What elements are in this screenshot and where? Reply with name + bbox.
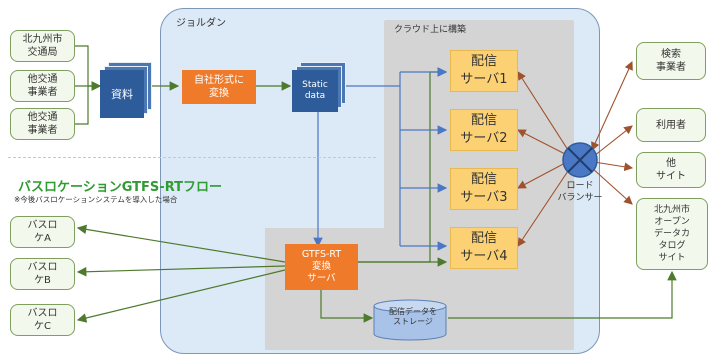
server-3: 配信 サーバ3 — [450, 168, 518, 210]
open-data-catalog-node: 北九州市 オープン データカ タログ サイト — [636, 198, 708, 270]
load-balancer-icon — [562, 142, 598, 178]
server-1: 配信 サーバ1 — [450, 50, 518, 92]
gtfs-section-note: ※今後バスロケーションシステムを導入した場合 — [14, 195, 178, 204]
source-other-1: 他交通 事業者 — [10, 70, 75, 102]
user-node: 利用者 — [636, 108, 706, 142]
server-2: 配信 サーバ2 — [450, 109, 518, 151]
server-4: 配信 サーバ4 — [450, 227, 518, 269]
section-divider — [8, 157, 376, 158]
bus-node-c: バスロ ケC — [10, 304, 75, 336]
convert-box: 自社形式に 変換 — [182, 70, 256, 104]
source-other-2: 他交通 事業者 — [10, 108, 75, 140]
bus-node-b: バスロ ケB — [10, 258, 75, 290]
load-balancer-label: ロード バランサー — [557, 181, 603, 203]
static-data-icon: Static data — [292, 70, 338, 112]
bus-node-a: バスロ ケA — [10, 216, 75, 248]
source-kitakyushu: 北九州市 交通局 — [10, 30, 75, 62]
cloud-label: クラウド上に構築 — [394, 25, 467, 35]
other-site-node: 他 サイト — [636, 152, 706, 188]
search-provider-node: 検索 事業者 — [636, 42, 706, 80]
jordan-label: ジョルダン — [176, 18, 226, 29]
storage-cylinder-icon — [373, 299, 447, 341]
storage-label: 配信データを ストレージ — [389, 307, 437, 326]
gtfs-section-title: バスロケーションGTFS-RTフロー — [18, 180, 222, 195]
gtfs-rt-server-box: GTFS-RT 変換 サーバ — [285, 244, 358, 290]
shiryo-document-icon: 資料 — [100, 70, 144, 118]
